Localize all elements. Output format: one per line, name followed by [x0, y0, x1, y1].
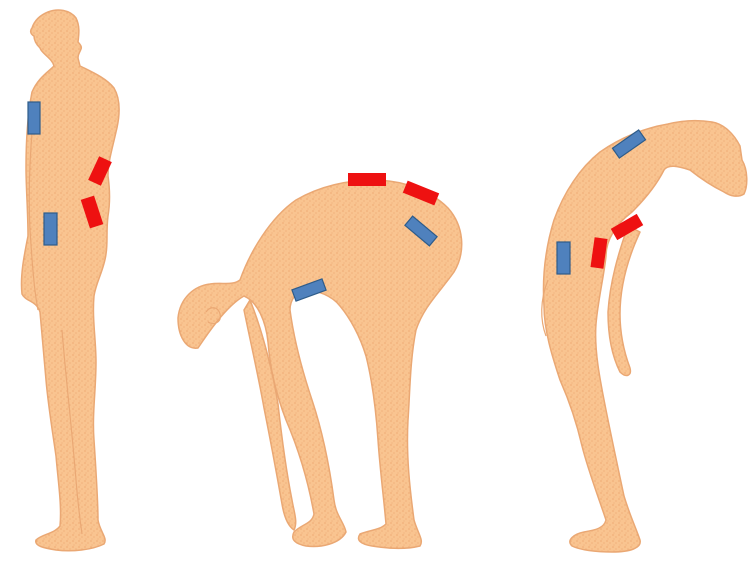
- figure-upright-body: [21, 10, 119, 551]
- stretch-marker: [44, 213, 57, 245]
- stretch-marker: [28, 102, 40, 134]
- figure-extension: [542, 121, 747, 552]
- figure-extension-body: [543, 121, 746, 552]
- compression-marker: [348, 173, 386, 186]
- stretch-marker: [557, 242, 570, 274]
- figure-upright: [21, 10, 119, 551]
- figure-extension-arm: [608, 226, 640, 375]
